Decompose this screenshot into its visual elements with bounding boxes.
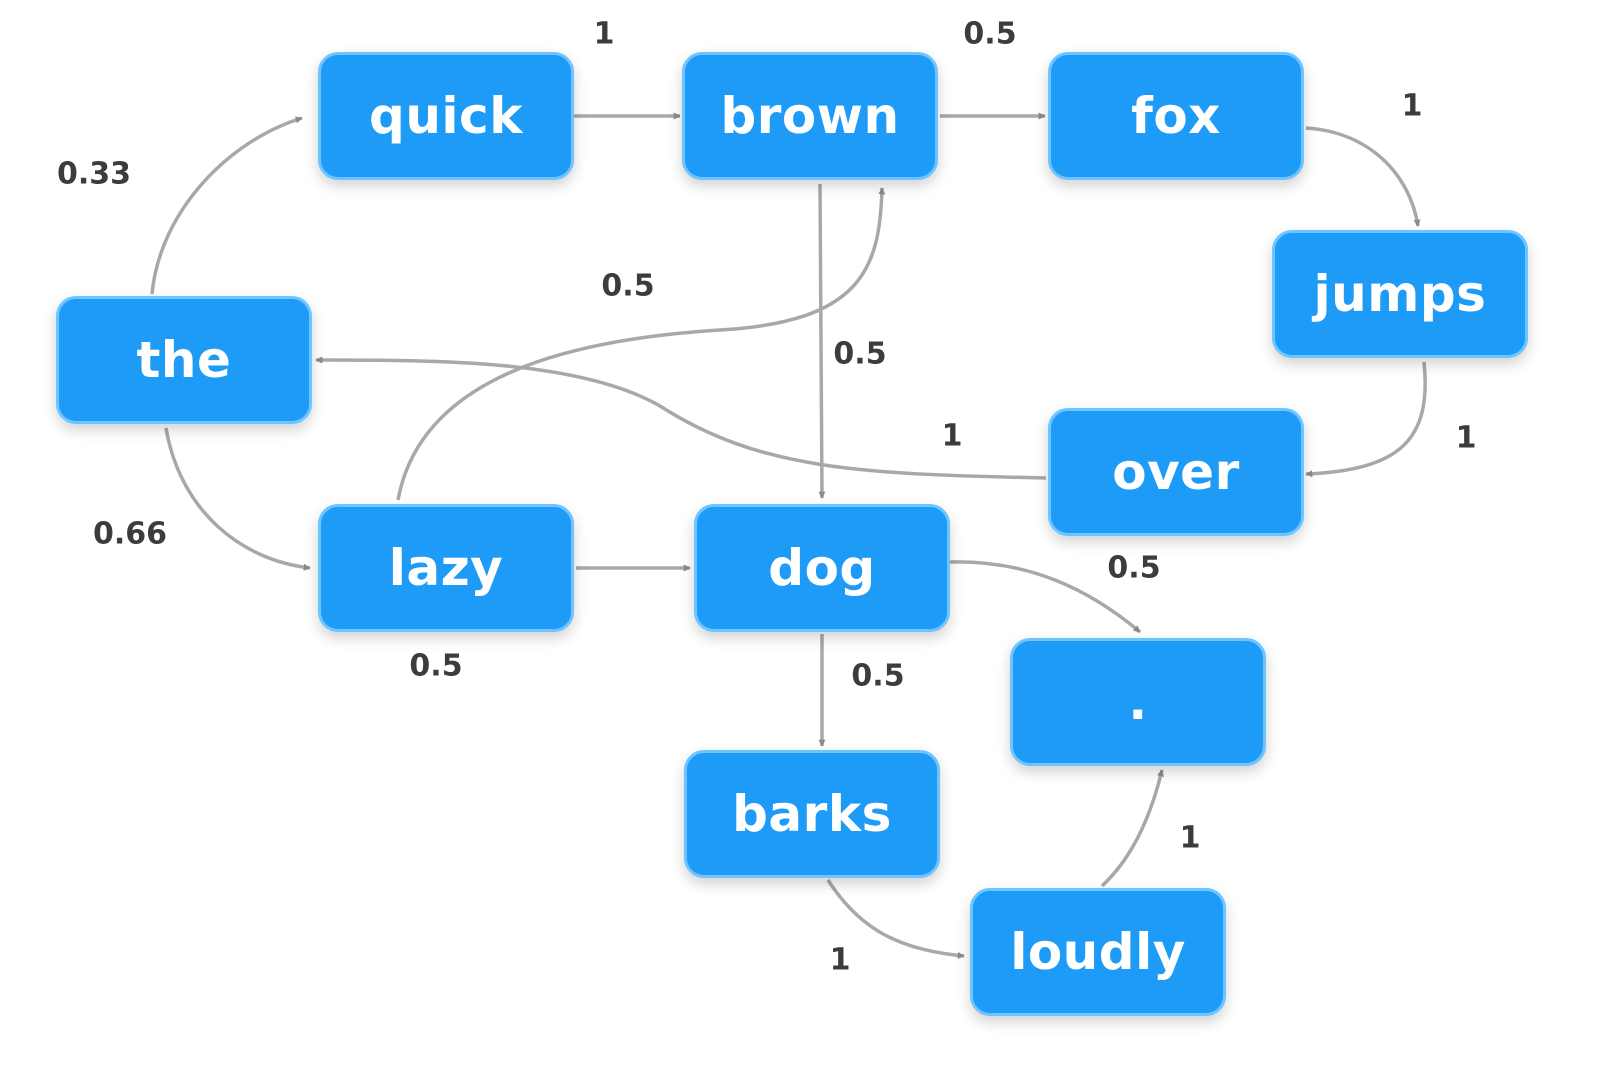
node-loudly[interactable]: loudly xyxy=(970,888,1226,1016)
weight-lazy-brown: 0.5 xyxy=(601,268,655,304)
weight-over-the: 1 xyxy=(941,418,963,454)
node-fox[interactable]: fox xyxy=(1048,52,1304,180)
weight-jumps-over: 1 xyxy=(1455,420,1477,456)
edge-dog-period xyxy=(949,560,1142,634)
node-label: dog xyxy=(768,539,876,597)
weight-loudly-period: 1 xyxy=(1179,820,1201,856)
weight-the-lazy: 0.66 xyxy=(92,516,168,552)
weight-barks-loudly: 1 xyxy=(829,942,851,978)
edge-lazy-brown xyxy=(396,187,886,501)
weight-brown-fox: 0.5 xyxy=(963,16,1017,52)
weight-the-quick: 0.33 xyxy=(56,156,132,192)
node-the[interactable]: the xyxy=(56,296,312,424)
node-label: quick xyxy=(369,87,523,145)
node-label: barks xyxy=(732,785,892,843)
weight-quick-brown: 1 xyxy=(593,16,615,52)
node-barks[interactable]: barks xyxy=(684,750,940,878)
node-period[interactable]: . xyxy=(1010,638,1266,766)
node-label: loudly xyxy=(1010,923,1186,981)
edge-over-the xyxy=(315,356,1047,480)
weight-lazy-dog: 0.5 xyxy=(409,648,463,684)
edge-barks-loudly xyxy=(826,879,965,959)
edge-jumps-over xyxy=(1305,361,1427,478)
node-brown[interactable]: brown xyxy=(682,52,938,180)
node-label: fox xyxy=(1131,87,1221,145)
weight-dog-period: 0.5 xyxy=(1107,550,1161,586)
node-dog[interactable]: dog xyxy=(694,504,950,632)
node-jumps[interactable]: jumps xyxy=(1272,230,1528,358)
node-over[interactable]: over xyxy=(1048,408,1304,536)
edge-brown-dog xyxy=(818,183,826,499)
weight-brown-dog: 0.5 xyxy=(833,336,887,372)
node-lazy[interactable]: lazy xyxy=(318,504,574,632)
edge-the-quick xyxy=(150,116,303,295)
node-label: lazy xyxy=(388,539,504,597)
node-label: the xyxy=(136,331,232,389)
node-label: over xyxy=(1112,443,1240,501)
weight-fox-jumps: 1 xyxy=(1401,88,1423,124)
node-label: brown xyxy=(720,87,900,145)
edge-loudly-period xyxy=(1100,769,1164,888)
edge-fox-jumps xyxy=(1305,126,1421,227)
node-label: . xyxy=(1128,673,1148,731)
node-label: jumps xyxy=(1313,265,1487,323)
node-quick[interactable]: quick xyxy=(318,52,574,180)
weight-dog-barks: 0.5 xyxy=(851,658,905,694)
edge-the-lazy xyxy=(164,427,311,571)
